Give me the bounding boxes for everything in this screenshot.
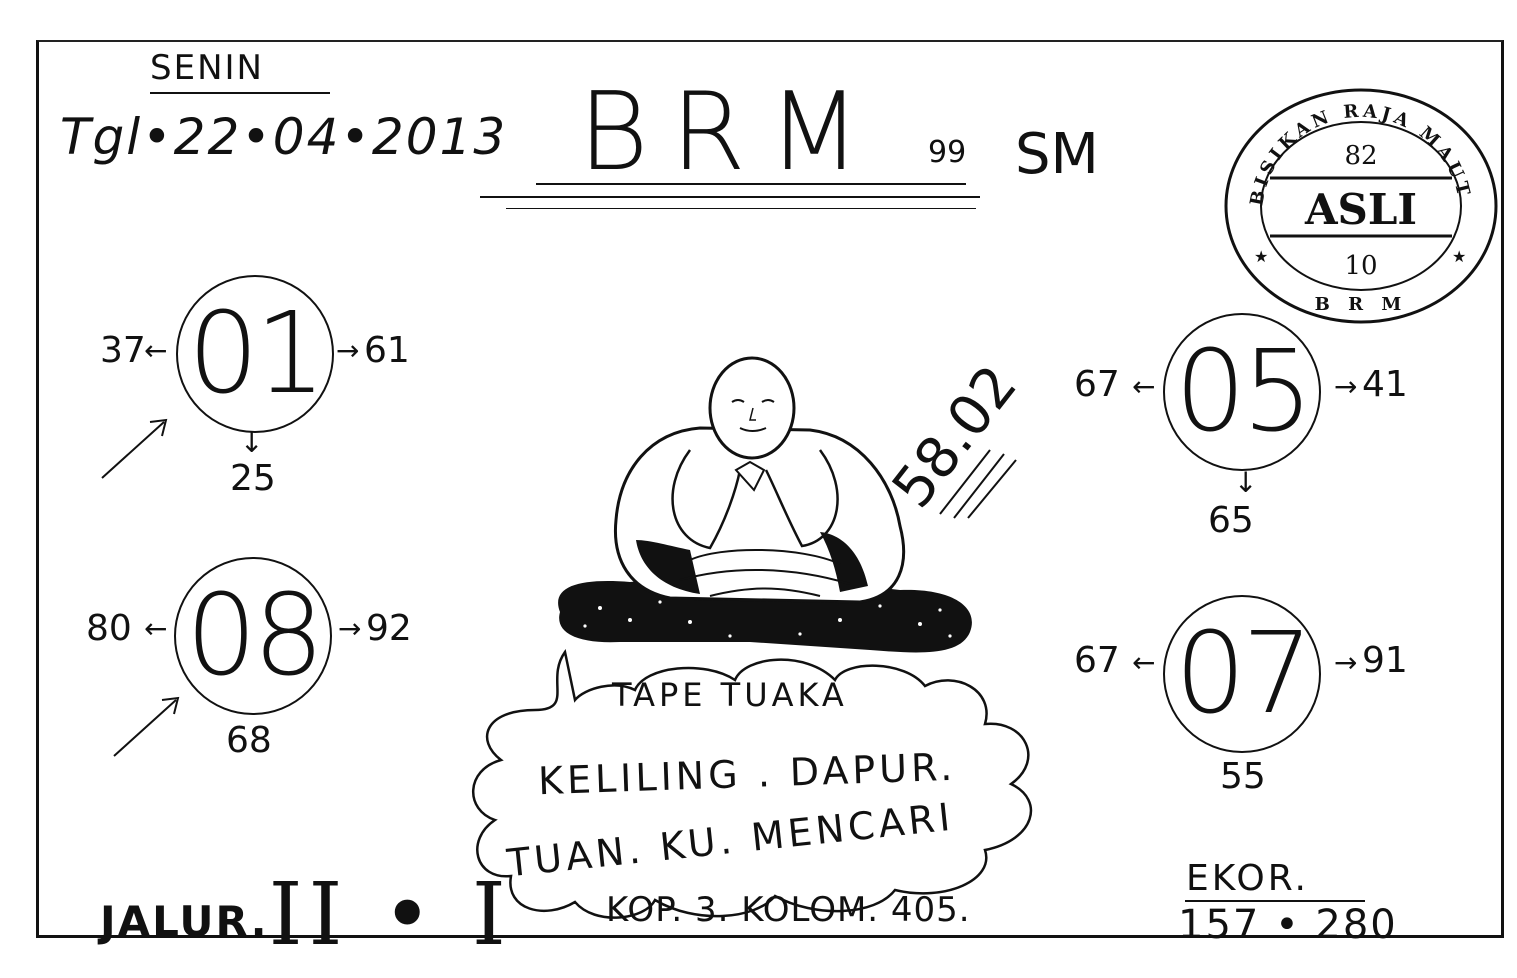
arrow-left-icon: ←: [144, 612, 168, 645]
diagonal-arrow-icon: [101, 418, 168, 479]
speech-line-1: TAPE TUAKA: [612, 676, 848, 714]
prediction-3-bottom: 65: [1208, 500, 1254, 541]
kop-kolom-label: KOP. 3. KOLOM. 405.: [606, 890, 971, 930]
title-rule-1: [536, 183, 966, 185]
seal-stamp-icon: BISIKAN RAJA MAUT 82 ASLI 10 ★ ★ B R M: [1224, 88, 1498, 324]
meditating-monk-illustration: [558, 356, 972, 653]
arrow-left-icon: ←: [144, 334, 168, 367]
arrow-left-icon: ←: [1132, 646, 1156, 679]
jalur-value: II • I: [268, 865, 512, 965]
arrow-right-icon: →: [1334, 646, 1358, 679]
jalur-label-text: JALUR.: [100, 897, 269, 946]
session-label: SM: [1015, 122, 1099, 187]
ekor-values: 157 • 280: [1178, 902, 1398, 948]
prediction-1-left: 37: [100, 330, 146, 371]
day-underline: [150, 92, 330, 94]
day-label: SENIN: [150, 48, 264, 88]
title-rule-3: [506, 208, 976, 209]
jalur-label: JALUR.II • I: [100, 865, 512, 965]
date-label: Tgl•22•04•2013: [60, 108, 507, 166]
brand-title: BRM: [578, 70, 883, 195]
prediction-2-bottom: 68: [226, 720, 272, 761]
speech-bubble: [472, 648, 1033, 919]
arrow-right-icon: →: [336, 334, 360, 367]
ekor-underline: [1185, 900, 1365, 902]
prediction-circle-3: 05: [1163, 313, 1321, 471]
title-rule-2: [480, 196, 980, 198]
stamp-footer: B R M: [1315, 294, 1408, 315]
svg-text:★: ★: [1452, 247, 1466, 266]
arrow-down-icon: ↓: [1234, 466, 1258, 499]
date-prefix: Tgl: [60, 108, 143, 166]
svg-text:★: ★: [1254, 247, 1268, 266]
prediction-4-left: 67: [1074, 640, 1120, 681]
date-value: •22•04•2013: [142, 108, 508, 166]
ekor-label: EKOR.: [1186, 858, 1309, 899]
prediction-3-right: 41: [1362, 364, 1408, 405]
arrow-down-icon: ↓: [240, 426, 264, 459]
arrow-left-icon: ←: [1132, 370, 1156, 403]
arrow-right-icon: →: [338, 612, 362, 645]
prediction-1-bottom: 25: [230, 458, 276, 499]
prediction-3-left: 67: [1074, 364, 1120, 405]
arrow-right-icon: →: [1334, 370, 1358, 403]
prediction-circle-2: 08: [174, 557, 332, 715]
stamp-bottom-number: 10: [1344, 251, 1377, 281]
page-frame: [36, 40, 1504, 938]
stamp-top-number: 82: [1344, 141, 1377, 171]
prediction-2-right: 92: [366, 608, 412, 649]
prediction-circle-1: 01: [176, 275, 334, 433]
stamp-main-text: ASLI: [1304, 185, 1417, 234]
prediction-4-right: 91: [1362, 640, 1408, 681]
motion-lines-icon: [939, 449, 1017, 519]
prediction-circle-4: 07: [1163, 595, 1321, 753]
prediction-4-bottom: 55: [1220, 756, 1266, 797]
diagonal-arrow-icon: [113, 696, 180, 757]
prediction-2-left: 80: [86, 608, 132, 649]
brand-superscript: 99: [928, 135, 967, 170]
prediction-1-right: 61: [364, 330, 410, 371]
